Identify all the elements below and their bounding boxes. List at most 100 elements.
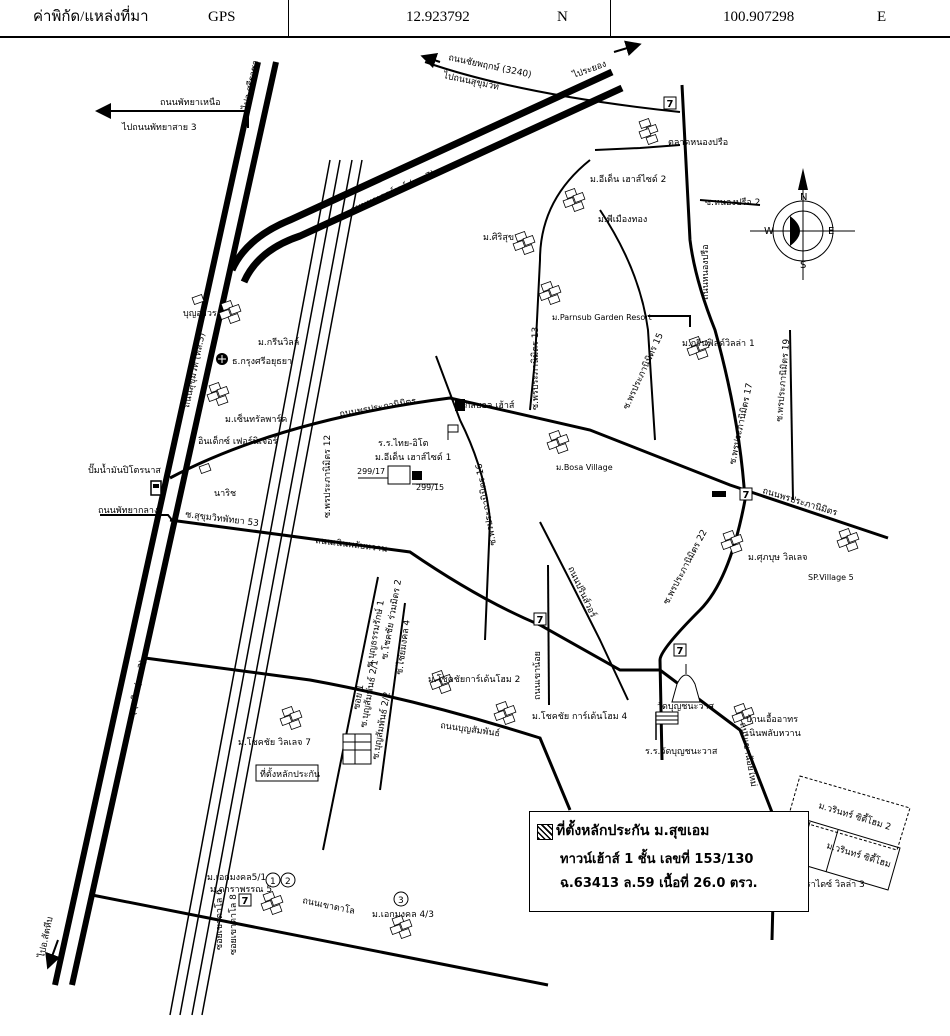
khao-talo-road (91, 893, 549, 987)
arrow-icon (45, 939, 61, 970)
boon-samphan-road (144, 656, 572, 811)
soi-chaiyaphruek-1 (322, 576, 379, 851)
flag-icon (447, 424, 679, 740)
place-label: ม.เอกมงคล 4/3 (372, 910, 434, 920)
place-label: ม.โชคชัยการ์เด้นโฮม 2 (428, 673, 520, 685)
motorway-7 (228, 68, 624, 284)
place-label: ตลาดหนองปรือ (668, 137, 728, 148)
road-label: ถนนมอเตอร์เวย์ (ทล.7) (348, 168, 437, 216)
place-label: ร.ร.ไทย-อิโต (378, 438, 429, 449)
compass-n: N (800, 192, 807, 203)
place-label: วัดบุญชนะวาส (657, 702, 714, 712)
place-label: โกลบอล เฮ้าส์ (460, 399, 515, 411)
branch-road (699, 199, 761, 206)
place-label: บ้านเอื้ออาทร (746, 712, 798, 725)
road-label: ถนนเนินพลับหวาน (315, 535, 388, 555)
info-property: ทาวน์เฮ้าส์ 1 ชั้น เลขที่ 153/130 (560, 852, 754, 867)
info-title: ที่ตั้งหลักประกัน ม.สุขเอม (556, 823, 710, 839)
road-label: ซ.หนองปรือ 2 (705, 197, 760, 208)
marker-number: 3 (398, 896, 404, 906)
latitude-direction: N (557, 9, 568, 25)
place-label: ม.วรินทร์ ซิตี้โฮม 2 (817, 798, 893, 832)
header-divider (610, 0, 611, 36)
info-deed: ฉ.63413 ล.59 เนื้อที่ 26.0 ตรว. (560, 876, 758, 891)
place-label: ม.โชคชัย วิลเลจ 7 (238, 737, 311, 748)
road-label: ซ.ไชยมงคล 4 (394, 619, 413, 676)
store-icon (712, 491, 726, 497)
road-label: ถนนพรประภานิมิตร (339, 396, 418, 420)
place-label: ม.เอกมงคล5/1 (207, 873, 266, 883)
road-label: ซ.พรประภานิมิตร 16 (474, 462, 499, 546)
marker-number: 2 (285, 877, 291, 887)
longitude-value: 100.907298 (723, 9, 795, 25)
place-label: ม.Parnsub Garden Resort (552, 313, 652, 322)
place-label: ม.Bosa Village (556, 463, 613, 472)
road-label: ซอย 1 (352, 684, 366, 711)
longitude-direction: E (877, 9, 887, 25)
place-label: อินเด็กซ์ เฟอร์นิเจอร์ (198, 434, 277, 447)
road-label: ถนนปรินส์วอร์ (565, 564, 599, 619)
road-label: ถนนหนองปรือ (700, 244, 711, 300)
soi-19 (789, 329, 794, 501)
location-label: ค่าพิกัด/แหล่งที่มา (33, 9, 149, 25)
road-label: ถนนพัทยากลาง (98, 506, 158, 516)
place-label: ร.ร.วัดบุญชนะวาส (645, 747, 718, 757)
road-label: ไปอ.สัตหีบ (36, 915, 56, 959)
compass-e: E (828, 226, 834, 237)
railway (169, 159, 363, 1016)
header-divider (288, 0, 289, 36)
collateral-site-marker (255, 733, 372, 782)
compass-rose-icon (750, 168, 855, 280)
place-label: SP.Village 5 (808, 573, 854, 582)
place-label: ม.กรีนวิลล์ (258, 336, 299, 348)
road-label: ซ.พรประภานิมิตร 19 (774, 338, 792, 422)
store-icon (455, 399, 465, 411)
road-label: ไปอ.ศรีราชา (240, 59, 261, 111)
road-label: ถนนสุขุมวิท (ทล.3) (181, 332, 208, 409)
road-label: ไปถนนพัทยาสาย 3 (121, 122, 197, 133)
road-label: ซ.พรประภานิมิตร 12 (322, 435, 333, 518)
road-label: ถนนเขาน้อย (532, 651, 543, 700)
temple-icon (671, 664, 701, 703)
road-label: ถนนเขาตาโล (301, 895, 355, 917)
place-label: บุญอาวร (183, 309, 217, 319)
place-label: ม.ศิริสุข (483, 232, 514, 243)
place-label: ปั๊มน้ำมันปิโตรนาส (88, 463, 161, 476)
road-label: ซ.พรประภานิมิตร 13 (530, 327, 541, 410)
branch-road (648, 315, 691, 327)
hatch-legend-icon (537, 824, 553, 840)
branch-road (547, 564, 550, 706)
bank-icon (216, 353, 228, 365)
road-label: ไประยอง (570, 59, 608, 82)
soi-22 (539, 521, 629, 701)
road-label: ซ.พรประภานิมิตร 22 (661, 528, 710, 607)
place-label: ม.อีเด็น เฮาส์ไซด์ 1 (375, 450, 451, 463)
plot-299 (358, 465, 438, 485)
place-label: ม.พีเมืองทอง (598, 214, 647, 225)
compass-s: S (800, 260, 806, 271)
place-label: ม.เซ็นทรัลพาร์ค (225, 412, 287, 425)
branch-road (594, 144, 681, 151)
place-label: เนินพลับหวาน (746, 728, 801, 739)
place-label: ธ.กรุงศรีอยุธยา (232, 356, 292, 367)
soi-chokchai-2 (379, 602, 406, 791)
compound-divider (825, 829, 839, 873)
place-label: นาริช (214, 488, 236, 499)
pattaya-klang-road (100, 514, 173, 521)
place-label: ม.ศุภบุษ วิลเลจ (748, 552, 807, 563)
place-label: ม.อีเด็น เฮาส์ไซด์ 2 (590, 172, 666, 185)
road-label: ซ.สุขุมวิทพัทยา 53 (185, 509, 260, 529)
collateral-info-box: ที่ตั้งหลักประกัน ม.สุขเอม ทาวน์เฮ้าส์ 1… (529, 811, 809, 912)
prakasitmitr-road (169, 396, 889, 540)
place-label: ม.ดาราพรรณ 5 (210, 885, 272, 895)
road-label: ซอยเขาตาโล 8 (228, 894, 239, 955)
place-label: ม.กรีนฟิลด์วิลล่า 1 (682, 337, 755, 349)
arrow-icon (420, 52, 441, 69)
road-label: ซ.พรประภานิมิตร 15 (621, 331, 666, 411)
place-label: 299/15 (416, 483, 444, 492)
gas-station-icon (150, 480, 162, 496)
coordinates-header: ค่าพิกัด/แหล่งที่มา GPS 12.923792 N 100.… (0, 0, 950, 38)
soi-13 (529, 159, 591, 411)
road-label: ไปถนนสุขุมวิท (441, 70, 500, 93)
road-label: ซ.พรประภานิมิตร 17 (727, 382, 755, 466)
